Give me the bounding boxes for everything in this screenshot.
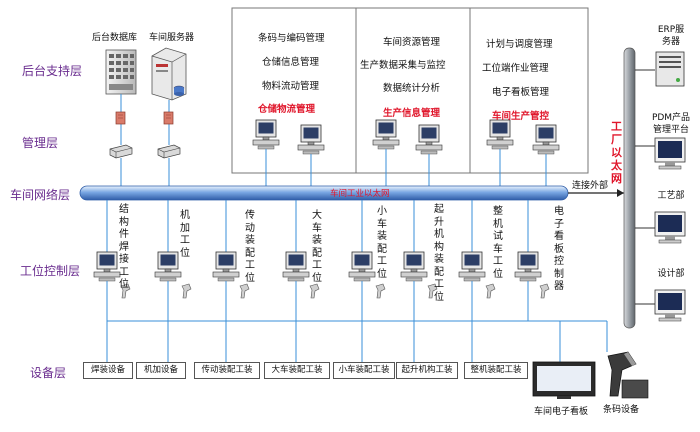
module-info-item: 生产数据采集与监控 — [360, 60, 446, 71]
layer-label-backend: 后台支持层 — [22, 64, 83, 78]
barcode-scanner-icon — [485, 283, 496, 299]
barcode-scanner-icon — [239, 283, 250, 299]
module-info-title: 生产信息管理 — [383, 108, 441, 119]
pc-icon — [93, 251, 121, 282]
equipment-box: 机加设备 — [136, 362, 186, 379]
layer-label-equipment: 设备层 — [30, 366, 67, 380]
pc-icon — [400, 251, 428, 282]
erp-label-line: 务器 — [661, 37, 680, 47]
server-firewall-icon — [163, 111, 174, 125]
module-control-item: 工位端作业管理 — [482, 63, 549, 74]
station-scanners — [120, 283, 550, 299]
factory-ethernet-bus — [623, 47, 636, 329]
design-dept-label-line: 设计部 — [657, 269, 685, 279]
workshop-server — [151, 47, 187, 101]
management-links — [265, 149, 547, 186]
pc-icon — [532, 124, 560, 155]
station-label: 传动装配工位 — [245, 210, 255, 284]
equipment-box: 整机装配工装 — [464, 362, 528, 379]
pc-icon — [297, 124, 325, 155]
external-connection-label: 连接外部 — [572, 181, 609, 191]
layer-label-station: 工位控制层 — [20, 264, 81, 278]
pc-icon — [486, 119, 514, 150]
external-devices — [654, 51, 686, 322]
equipment-box: 起升机构工装 — [396, 362, 458, 379]
pc-icon — [458, 251, 486, 282]
module-warehouse-item: 条码与编码管理 — [258, 33, 325, 44]
design-dept-pc-icon — [654, 289, 686, 322]
server-links — [120, 94, 170, 186]
workshop-ethernet-bus — [79, 185, 569, 201]
management-pcs — [252, 119, 560, 155]
erp-label: ERP服 务器 — [648, 24, 694, 48]
module-warehouse-item: 仓储信息管理 — [262, 57, 320, 68]
pdm-label-line: PDM产品 — [651, 113, 691, 123]
equipment-box: 传动装配工装 — [194, 362, 260, 379]
layer-label-network: 车间网络层 — [10, 188, 71, 202]
process-dept-label-line: 工艺部 — [657, 191, 685, 201]
station-label: 机加工位 — [180, 210, 190, 259]
pc-icon — [514, 251, 542, 282]
module-frames — [231, 7, 589, 174]
equipment-box: 大车装配工装 — [264, 362, 330, 379]
database-server — [105, 49, 137, 95]
equipment-links — [106, 281, 608, 362]
workshop-server-label: 车间服务器 — [149, 33, 195, 43]
server-switch-icon — [157, 144, 181, 159]
pc-icon — [372, 119, 400, 150]
factory-ethernet-label: 工厂以太网 — [611, 120, 622, 185]
module-info-item: 车间资源管理 — [383, 37, 441, 48]
pc-icon — [154, 251, 182, 282]
erp-label-line: ERP服 — [657, 25, 685, 35]
module-warehouse-item: 物料流动管理 — [262, 81, 320, 92]
database-firewall-icon — [115, 111, 126, 125]
station-label: 整机试车工位 — [493, 206, 503, 280]
erp-server-icon — [655, 51, 685, 87]
pc-icon — [252, 119, 280, 150]
kanban-display-icon — [532, 361, 596, 399]
module-control-item: 电子看板管理 — [492, 87, 550, 98]
station-label: 大车装配工位 — [312, 210, 322, 284]
pc-icon — [212, 251, 240, 282]
barcode-scanner-icon — [539, 283, 550, 299]
pdm-pc-icon — [654, 137, 686, 170]
station-label: 起升机构装配工位 — [434, 204, 444, 303]
process-dept-label: 工艺部 — [648, 190, 694, 202]
pc-icon — [415, 124, 443, 155]
barcode-scanner-icon — [375, 283, 386, 299]
module-control-item: 计划与调度管理 — [486, 39, 553, 50]
bus-label: 车间工业以太网 — [330, 189, 390, 199]
pdm-label: PDM产品 管理平台 — [644, 112, 698, 136]
barcode-device-icon — [607, 351, 649, 399]
pc-icon — [348, 251, 376, 282]
station-label: 电子看板控制器 — [554, 206, 564, 292]
pdm-label-line: 管理平台 — [652, 125, 689, 135]
module-info-item: 数据统计分析 — [383, 83, 441, 94]
equipment-box: 小车装配工装 — [333, 362, 395, 379]
module-warehouse-title: 仓储物流管理 — [258, 104, 316, 115]
layer-label-management: 管理层 — [22, 136, 59, 150]
database-switch-icon — [109, 144, 133, 159]
station-label: 小车装配工位 — [377, 206, 387, 280]
barcode-scanner-icon — [181, 283, 192, 299]
equipment-box: 焊装设备 — [83, 362, 133, 379]
module-control-title: 车间生产管控 — [492, 111, 550, 122]
pc-icon — [282, 251, 310, 282]
module-frame-control — [469, 7, 589, 174]
design-dept-label: 设计部 — [648, 268, 694, 280]
external-links — [635, 69, 655, 305]
station-label: 结构件焊接工位 — [119, 204, 129, 290]
process-dept-pc-icon — [654, 211, 686, 244]
barcode-device-label: 条码设备 — [603, 405, 640, 415]
barcode-scanner-icon — [309, 283, 320, 299]
station-links — [106, 200, 529, 252]
kanban-label: 车间电子看板 — [534, 407, 589, 417]
database-server-label: 后台数据库 — [92, 33, 138, 43]
